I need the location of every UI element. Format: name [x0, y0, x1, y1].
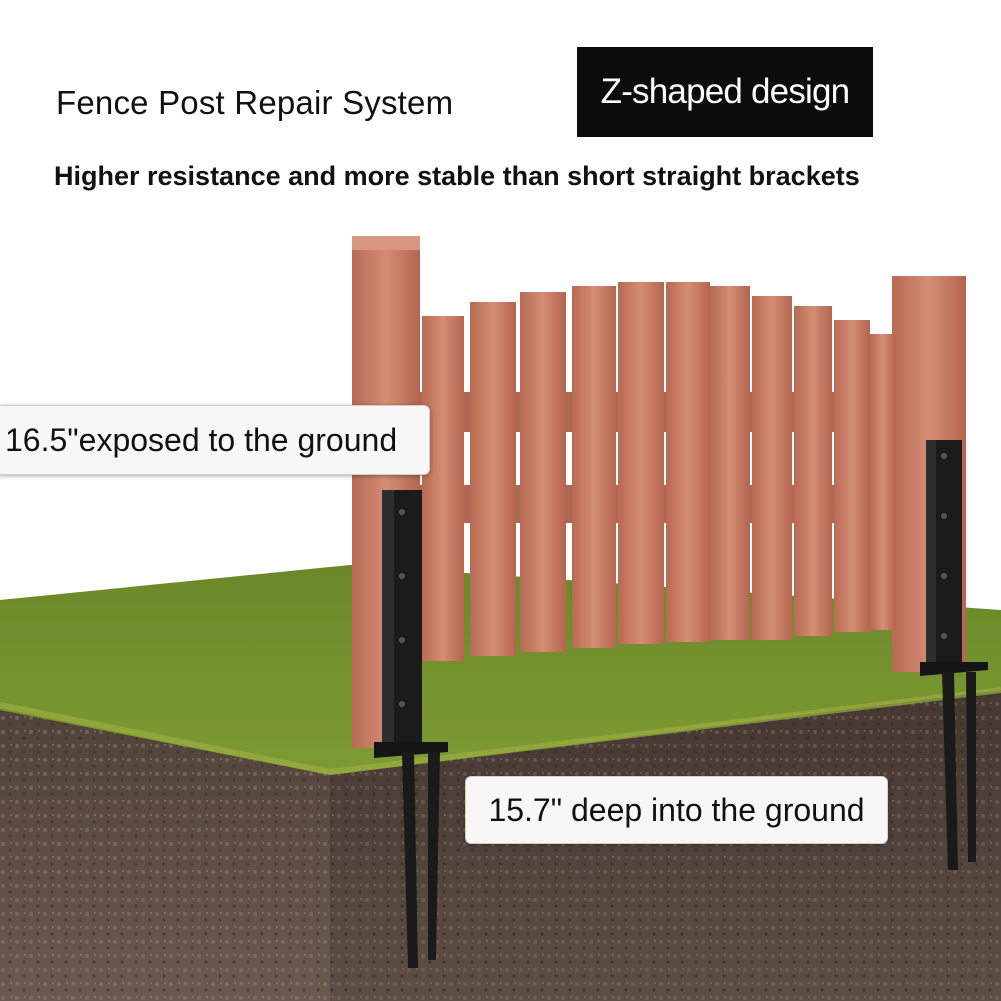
depth-length-label: 15.7" deep into the ground	[465, 776, 888, 844]
exposed-length-label: 16.5"exposed to the ground	[0, 405, 430, 475]
exposed-length-text: 16.5"exposed to the ground	[5, 421, 398, 458]
grass-lawn	[0, 565, 1001, 776]
soil-block	[0, 690, 1001, 1001]
left-z-bracket	[374, 490, 448, 968]
page-title: Fence Post Repair System	[56, 84, 454, 121]
depth-length-text: 15.7" deep into the ground	[488, 791, 865, 828]
right-z-bracket	[920, 440, 988, 870]
page-subtitle: Higher resistance and more stable than s…	[54, 161, 860, 191]
z-shaped-design-badge: Z-shaped design	[577, 47, 873, 137]
